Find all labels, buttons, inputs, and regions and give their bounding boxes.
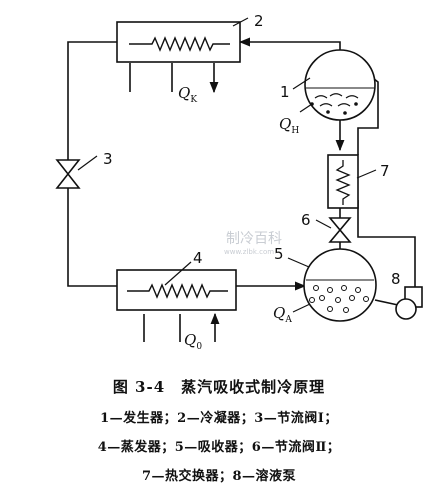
absorber [303,248,377,322]
label-qa: QA [273,304,292,325]
label-4: 4 [193,249,203,267]
legend-line-2: 4—蒸发器；5—吸收器；6—节流阀Ⅱ； [97,440,341,455]
heat-exchanger [327,154,359,209]
solution-pipe-pump-out [357,200,416,287]
legend-line-3: 7—热交换器；8—溶液泵 [141,469,297,484]
watermark-url: www.zlbk.com [224,248,274,256]
condenser [116,21,241,92]
label-1: 1 [280,83,290,101]
generator [304,49,376,121]
legend-line-1: 1—发生器；2—冷凝器；3—节流阀Ⅰ； [100,411,338,426]
absorption-refrigeration-diagram: 2 QK 1 QH 3 7 6 [55,12,423,352]
label-q0: Q0 [184,331,202,352]
label-qk: QK [178,84,197,105]
label-2: 2 [254,12,264,30]
throttle-valve-1 [55,159,81,189]
solution-pipe-pump-in [374,299,399,306]
label-qh: QH [279,115,299,136]
label-8: 8 [391,270,401,288]
label-3: 3 [103,150,113,168]
throttle-valve-2 [328,217,352,243]
label-7: 7 [380,162,390,180]
watermark-brand: 制冷百科 [226,231,282,247]
solution-pump [395,286,423,320]
evaporator [116,269,237,342]
caption-title: 图 3-4 蒸汽吸收式制冷原理 [112,378,326,396]
label-6: 6 [301,211,311,229]
figure-caption: 图 3-4 蒸汽吸收式制冷原理 1—发生器；2—冷凝器；3—节流阀Ⅰ； 4—蒸发… [0,370,438,484]
label-5: 5 [274,245,284,263]
